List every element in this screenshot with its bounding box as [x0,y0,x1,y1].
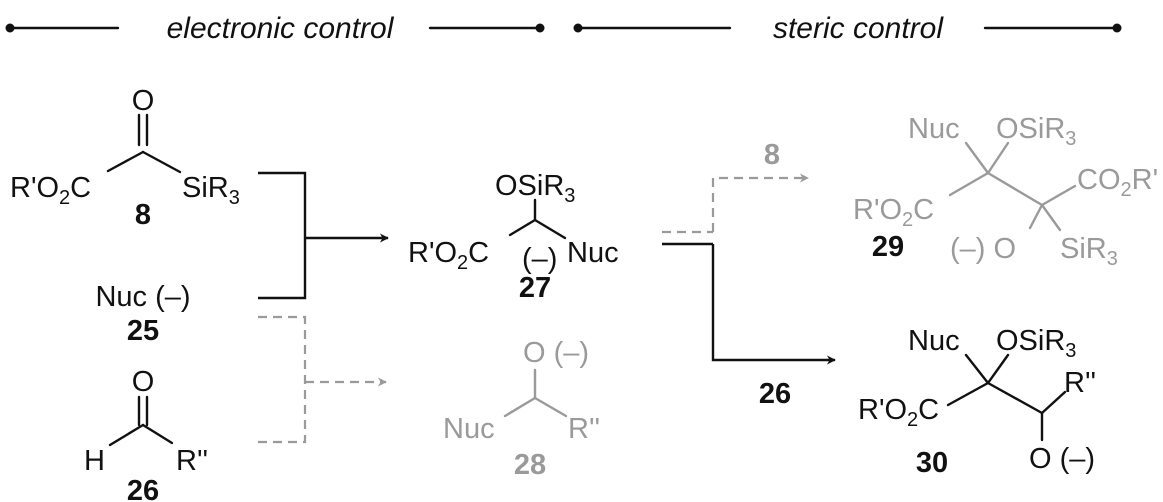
compound-8: R'O2C O SiR3 8 [10,85,240,231]
c27-number: 27 [519,272,551,304]
compound-25: Nuc (–) 25 [95,281,190,347]
c30-ester: R'O2C [858,394,939,431]
c25-label: Nuc (–) [95,281,190,313]
compound-30: Nuc OSiR3 R'' R'O2C O (–) 30 [858,325,1096,479]
c8-ester-label: R'O2C [10,172,91,209]
c26-o: O [132,366,155,398]
arrow-label-to-29: 8 [764,139,780,171]
compound-27: OSiR3 R'O2C (–) Nuc 27 [408,170,619,304]
arrow-label-to-30: 26 [759,378,791,410]
c29-number: 29 [872,231,904,263]
c30-number: 30 [916,447,948,479]
compound-28: O (–) Nuc R'' 28 [443,337,600,481]
c8-number: 8 [135,199,151,231]
header-right-label: steric control [773,12,944,45]
c27-nuc: Nuc [567,237,619,269]
bracket-25-26 [258,315,307,444]
bracket-8-25 [258,171,307,300]
header-steric-control: steric control [573,12,1122,45]
c29-o-anion: (–) O [950,233,1016,265]
c30-r: R'' [1064,367,1096,399]
c26-number: 26 [127,475,159,502]
c26-h: H [84,445,105,477]
c28-r: R'' [568,413,600,445]
c29-nuc: Nuc [908,113,960,145]
c8-silyl-label: SiR3 [182,172,240,209]
c30-o-anion: O (–) [1029,443,1095,475]
c25-number: 25 [127,315,159,347]
arrow-to-30 [711,244,836,365]
c28-number: 28 [514,449,546,481]
c28-o: O (–) [523,337,589,369]
c27-anion: (–) [522,243,557,275]
compound-26: O H R'' 26 [84,366,208,502]
c29-ester-left: R'O2C [853,194,934,231]
c29-osi-label: OSiR3 [996,113,1076,150]
header-electronic-control: electronic control [5,12,545,45]
c30-osi-label: OSiR3 [996,325,1076,362]
arrow-to-29 [711,173,809,232]
c8-carbonyl-o: O [132,85,155,117]
c29-silyl: SiR3 [1060,233,1118,270]
c30-nuc: Nuc [908,325,960,357]
reaction-connectors-left [258,171,389,444]
compound-29: Nuc OSiR3 CO2R' R'O2C (–) O SiR3 29 [853,113,1158,270]
c27-ester-label: R'O2C [408,237,489,274]
reaction-connectors-right: 8 26 [662,139,836,410]
c26-r: R'' [176,445,208,477]
header-left-label: electronic control [167,12,395,45]
c29-ester-right: CO2R' [1077,164,1158,201]
c27-osi-label: OSiR3 [495,170,575,207]
c28-nuc: Nuc [443,413,495,445]
